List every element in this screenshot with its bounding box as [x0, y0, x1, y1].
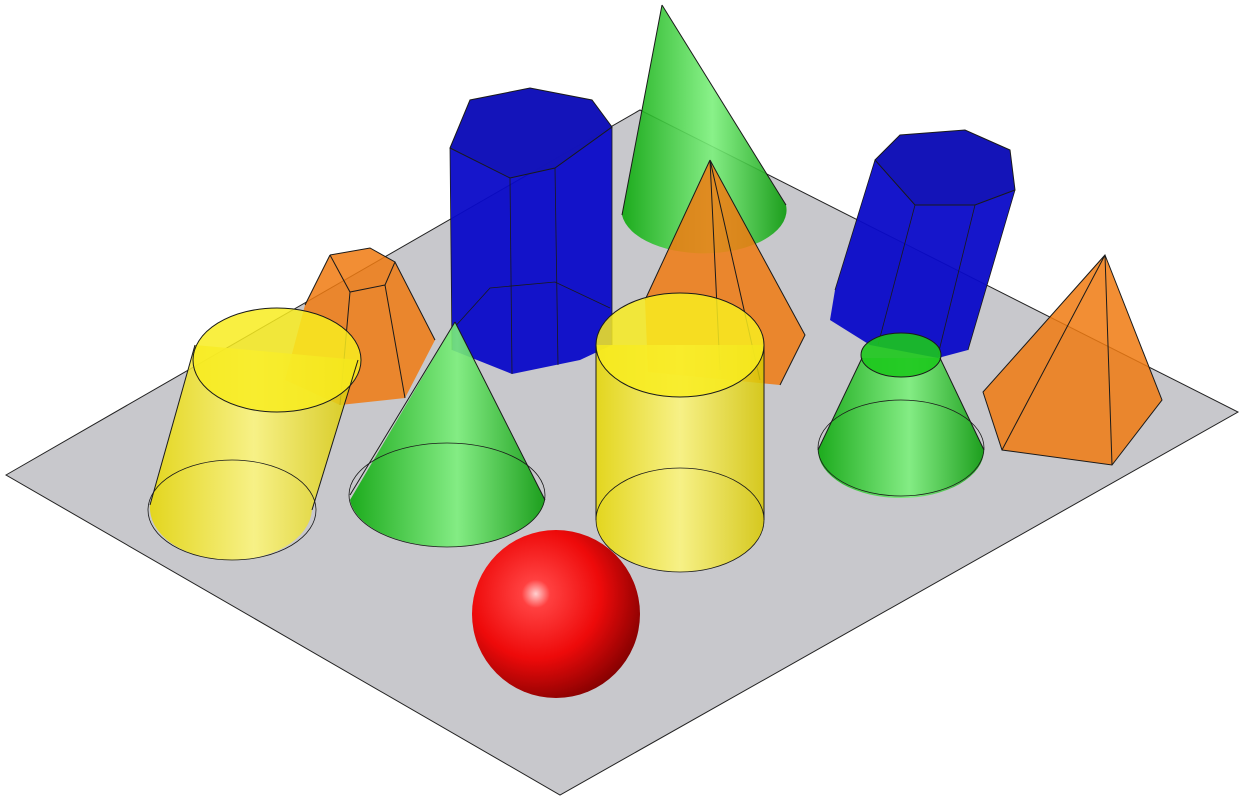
blue-octagonal-prism	[830, 129, 1016, 358]
red-sphere	[472, 530, 640, 698]
yellow-cylinder-tilted	[147, 307, 362, 561]
yellow-cylinder-upright	[595, 292, 765, 573]
blue-hexagonal-prism	[449, 87, 613, 375]
green-cone-back	[621, 4, 787, 254]
orange-pyramid-right	[982, 254, 1163, 466]
green-cone-front	[348, 321, 546, 548]
green-cone-frustum	[817, 332, 985, 498]
